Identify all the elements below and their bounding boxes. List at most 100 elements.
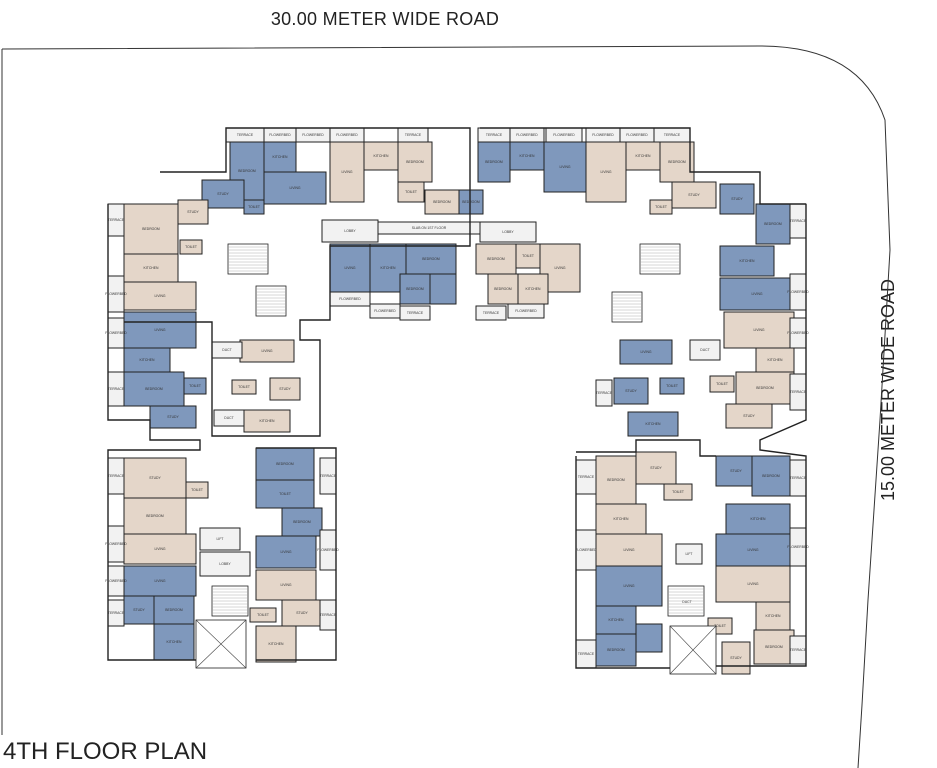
room-label: TOILET: [672, 490, 684, 494]
room: [123, 347, 171, 373]
room-label: FLOWERBED: [339, 297, 361, 301]
room: [249, 607, 277, 623]
wall-outline: [576, 439, 716, 457]
room-label: LIVING: [154, 579, 165, 583]
room-label: STUDY: [625, 389, 637, 393]
room: [635, 451, 677, 485]
room: [595, 533, 663, 567]
room: [719, 277, 795, 311]
room-label: BEDROOM: [462, 200, 480, 204]
room: [329, 141, 365, 203]
room: [199, 551, 251, 577]
room: [715, 455, 757, 487]
room-label: FLOWERBED: [336, 133, 358, 137]
room: [397, 181, 425, 203]
room-label: LIVING: [747, 548, 758, 552]
room: [255, 625, 297, 663]
room: [231, 379, 257, 395]
room-label: TERRACE: [486, 133, 503, 137]
rooms-layer: [107, 127, 807, 675]
room-label: TOILET: [185, 245, 197, 249]
room: [399, 305, 431, 321]
room: [269, 377, 301, 401]
room-label: BEDROOM: [485, 160, 503, 164]
room-label: LIVING: [344, 266, 355, 270]
room-label: BEDROOM: [668, 160, 686, 164]
wall-outline: [256, 447, 337, 661]
room: [625, 141, 661, 171]
room-label: TOILET: [714, 624, 726, 628]
wall-outline: [124, 127, 471, 437]
room-label: KITCHEN: [273, 155, 288, 159]
room-label: LIVING: [154, 547, 165, 551]
room-label: KITCHEN: [766, 614, 781, 618]
room-label: STUDY: [730, 469, 742, 473]
room: [659, 377, 685, 395]
wall-outline: [480, 127, 806, 205]
room-label: TOILET: [405, 190, 417, 194]
room-label: LIVING: [554, 266, 565, 270]
room-label: TERRACE: [578, 652, 595, 656]
room-label: FLOWERBED: [516, 133, 538, 137]
room-label: TOILET: [191, 488, 203, 492]
room: [123, 497, 187, 535]
room-label: BEDROOM: [276, 462, 294, 466]
room-label: DUCT: [682, 600, 691, 604]
room: [363, 141, 399, 171]
room-label: TERRACE: [237, 133, 254, 137]
room-label: TOILET: [716, 382, 728, 386]
room-label: BEDROOM: [165, 608, 183, 612]
room-label: KITCHEN: [751, 517, 766, 521]
room-label: BEDROOM: [487, 257, 505, 261]
room-label: LIVING: [289, 186, 300, 190]
room: [179, 239, 203, 255]
room: [123, 203, 179, 255]
room-label: TERRACE: [790, 648, 807, 652]
room-label: TERRACE: [790, 219, 807, 223]
room: [543, 141, 587, 193]
room: [721, 641, 751, 675]
room-label: LIVING: [747, 582, 758, 586]
room: [153, 595, 195, 625]
room-label: BEDROOM: [433, 200, 451, 204]
room: [735, 371, 795, 405]
room-label: KITCHEN: [144, 266, 159, 270]
room: [397, 141, 433, 183]
room-label: BEDROOM: [145, 387, 163, 391]
plan-title: 4TH FLOOR PLAN: [3, 738, 208, 765]
room-label: TERRACE: [405, 133, 422, 137]
room-label: LOBBY: [344, 229, 356, 233]
room-label: TERRACE: [483, 311, 500, 315]
room: [659, 141, 695, 183]
room-label: FLOWERBED: [626, 133, 648, 137]
room: [671, 181, 717, 209]
room: [185, 481, 209, 499]
room: [281, 599, 323, 627]
wall-outline: [107, 204, 201, 661]
room: [595, 503, 647, 535]
room-label: BEDROOM: [762, 474, 780, 478]
room: [479, 221, 537, 243]
room: [613, 377, 649, 405]
room-label: TERRACE: [108, 218, 125, 222]
room-label: BEDROOM: [146, 514, 164, 518]
road-label-top: 30.00 METER WIDE ROAD: [270, 9, 500, 29]
room-label: SLAB ON 1ST FLOOR: [412, 226, 447, 230]
room-label: TERRACE: [596, 391, 613, 395]
room: [405, 243, 457, 275]
room: [719, 183, 755, 215]
room: [725, 503, 791, 535]
room-label: FLOWERBED: [269, 133, 291, 137]
room: [123, 253, 179, 283]
room-label: BEDROOM: [607, 648, 625, 652]
room: [201, 179, 245, 209]
room: [149, 405, 197, 429]
room: [595, 455, 637, 505]
room-label: TOILET: [666, 384, 678, 388]
room: [755, 347, 795, 373]
room-label: BEDROOM: [494, 287, 512, 291]
room: [675, 543, 703, 565]
room-label: LIFT: [686, 552, 693, 556]
room-label: TERRACE: [320, 474, 337, 478]
room-label: BEDROOM: [293, 520, 311, 524]
